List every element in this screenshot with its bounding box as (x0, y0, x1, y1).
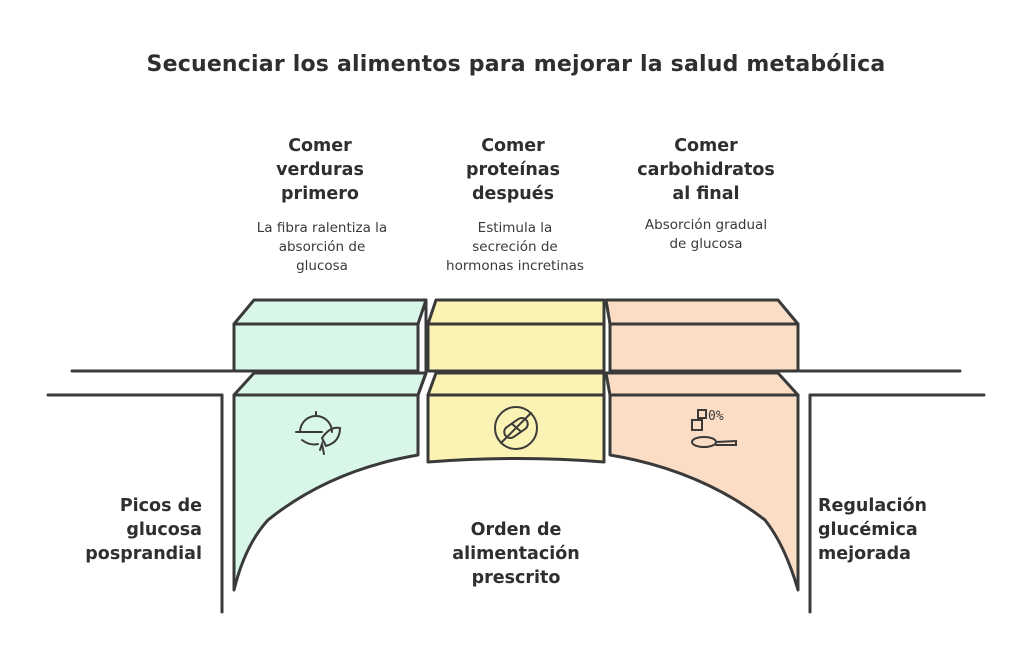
step-2-title-line: después (471, 184, 555, 204)
percent-text: 0% (708, 409, 724, 424)
step-3-top-box (604, 298, 800, 326)
step-2-title: Comer proteínas después (413, 134, 613, 206)
step-1-upper-face (232, 322, 420, 373)
left-label: Picos de glucosa posprandial (40, 494, 202, 566)
step-1-lower-top (232, 371, 428, 397)
step-3-lower-face (608, 393, 800, 592)
step-2-lower-top (426, 371, 606, 397)
step-1-top-box (232, 298, 428, 326)
step-2-title-line: proteínas (465, 160, 561, 180)
step-2-top-box (426, 298, 606, 326)
right-label-line: glucémica (818, 520, 918, 540)
step-3-description-line: de glucosa (669, 236, 743, 252)
step-2-upper-face (426, 322, 606, 373)
step-1-block (232, 298, 428, 592)
step-2-description: Estimula la secreción de hormonas incret… (415, 219, 615, 276)
step-2-description-line: hormonas incretinas (446, 258, 584, 274)
step-1-description-line: absorción de (278, 239, 366, 255)
right-label: Regulación glucémica mejorada (818, 494, 998, 566)
center-label: Orden de alimentación prescrito (416, 518, 616, 590)
left-label-line: posprandial (85, 544, 202, 564)
step-1-lower-face (232, 393, 420, 592)
step-3-description: Absorción gradual de glucosa (606, 216, 806, 254)
center-label-line: alimentación (452, 544, 580, 564)
step-1-description-line: La fibra ralentiza la (256, 220, 388, 236)
step-3-description-line: Absorción gradual (644, 217, 768, 233)
ground-lines (46, 369, 986, 614)
step-2-block (426, 298, 606, 464)
step-1-description: La fibra ralentiza la absorción de gluco… (222, 219, 422, 276)
page-title: Secuenciar los alimentos para mejorar la… (146, 52, 886, 77)
step-3-upper-face (608, 322, 800, 373)
sugar-spoon-icon: 0% (691, 409, 737, 448)
step-2-description-line: Estimula la (477, 220, 553, 236)
step-1-title-line: verduras (276, 160, 364, 180)
step-2-description-line: secreción de (472, 239, 558, 255)
left-label-line: glucosa (126, 520, 202, 540)
step-3-title-line: carbohidratos (637, 160, 775, 180)
step-3-block (604, 298, 800, 592)
center-label-line: Orden de (470, 520, 562, 540)
left-label-line: Picos de (119, 496, 202, 516)
right-label-line: mejorada (818, 544, 911, 564)
right-label-line: Regulación (818, 496, 927, 516)
vegetable-leaf-icon (295, 411, 342, 455)
center-label-line: prescrito (471, 568, 561, 588)
step-3-title: Comer carbohidratos al final (606, 134, 806, 206)
step-1-description-line: glucosa (296, 258, 348, 274)
step-1-title-line: primero (281, 184, 359, 204)
step-3-title-line: al final (672, 184, 740, 204)
step-3-title-line: Comer (674, 136, 738, 156)
step-3-lower-top (604, 371, 800, 397)
no-pill-icon (494, 406, 538, 450)
step-1-title: Comer verduras primero (220, 134, 420, 206)
step-1-title-line: Comer (288, 136, 352, 156)
step-2-title-line: Comer (481, 136, 545, 156)
